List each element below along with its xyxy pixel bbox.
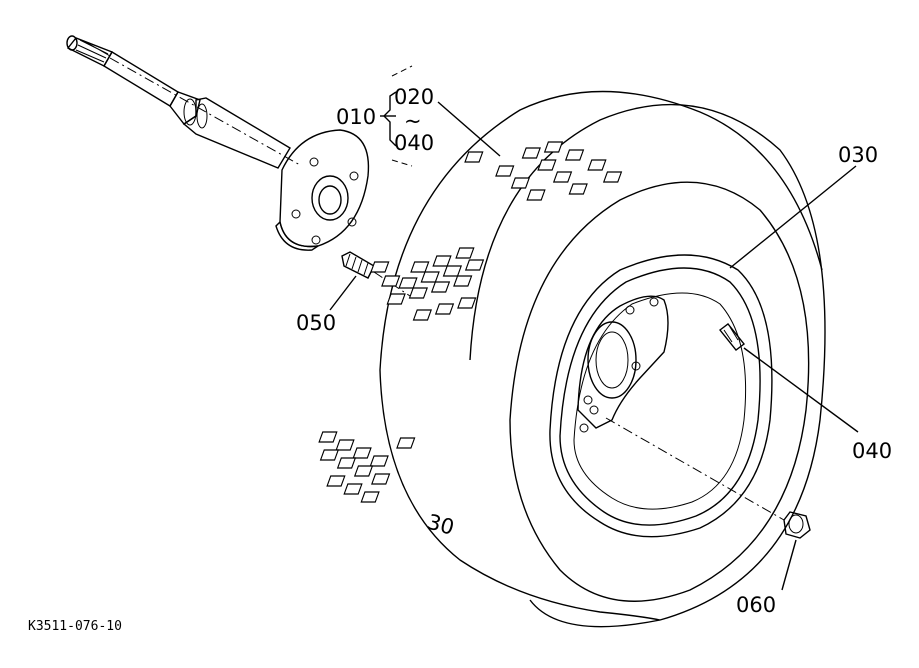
part-labels: 010 020 ~ 040 030 050 040 060 (296, 85, 892, 617)
leader-lines (329, 65, 859, 591)
label-010: 010 (336, 105, 376, 129)
tread-middle (370, 247, 485, 321)
label-020: 020 (394, 85, 434, 109)
tire-mark: 30 (425, 510, 457, 540)
label-040-top: 040 (394, 131, 434, 155)
tread-top (464, 141, 623, 201)
drawing-code: K3511-076-10 (28, 619, 122, 634)
hub-flange (275, 129, 370, 251)
label-050: 050 (296, 311, 336, 335)
tread-lower (318, 431, 416, 503)
label-040-right: 040 (852, 439, 892, 463)
stud-bolt-050 (341, 251, 411, 297)
axle-shaft (66, 35, 301, 169)
tire: 30 (318, 90, 826, 628)
valve-040 (719, 323, 745, 351)
nut-060 (783, 511, 811, 539)
label-tilde: ~ (404, 109, 422, 133)
label-060: 060 (736, 593, 776, 617)
label-030: 030 (838, 143, 878, 167)
